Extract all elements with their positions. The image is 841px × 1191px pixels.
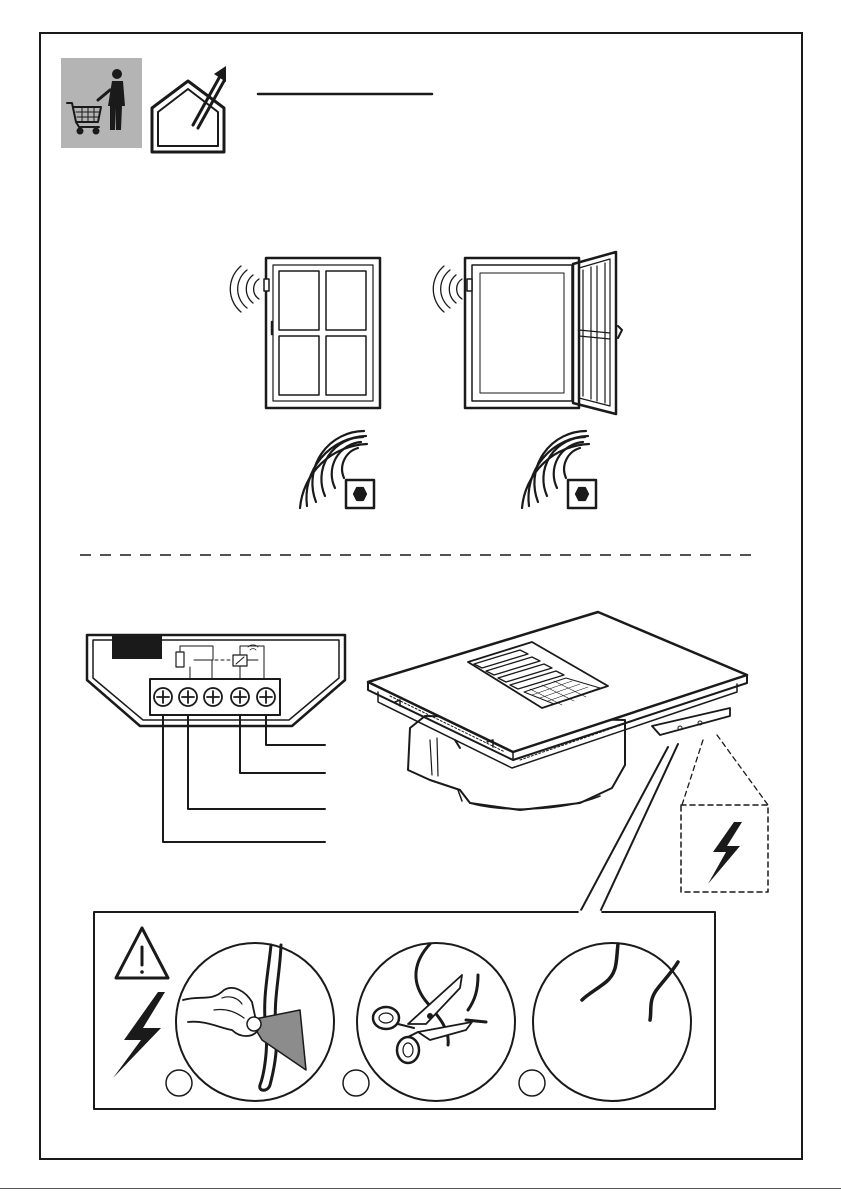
step-1-marker — [166, 1070, 192, 1096]
shopping-cart-person-icon — [61, 58, 142, 148]
closed-window-sensor-icon — [230, 258, 380, 408]
radio-signal-open-icon — [522, 431, 596, 508]
step-3-marker — [519, 1070, 545, 1096]
open-window-sensor-icon — [433, 252, 622, 414]
house-vent-outlet-icon — [152, 66, 226, 152]
radio-signal-closed-icon — [300, 431, 374, 508]
electric-bolt-icon — [708, 822, 742, 884]
terminal-label-plate — [112, 635, 162, 659]
cooktop-hood-unit — [368, 612, 747, 810]
electrical-connection-callout — [681, 735, 768, 892]
steps-panel — [94, 912, 715, 1109]
terminal-block — [87, 635, 345, 842]
terminal-wires — [163, 716, 325, 842]
step-2-marker — [343, 1070, 369, 1096]
bottom-rule — [0, 1188, 841, 1189]
terminal-screws — [154, 688, 275, 706]
